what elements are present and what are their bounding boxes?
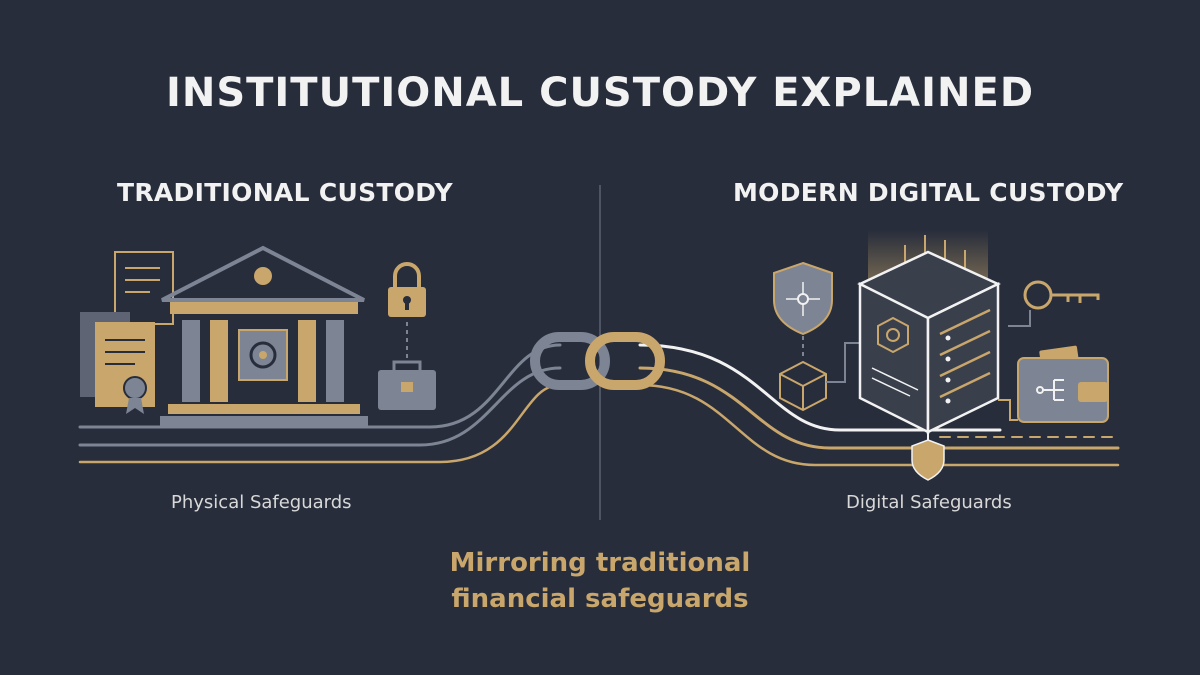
bank-icon — [160, 245, 368, 426]
page-title: INSTITUTIONAL CUSTODY EXPLAINED — [165, 70, 1035, 116]
certificate-icon — [95, 322, 155, 414]
vault-icon — [238, 329, 288, 381]
shield-network-icon — [773, 261, 833, 336]
server-icon — [857, 250, 1001, 435]
shield-icon — [911, 439, 945, 481]
chain-link-icon — [530, 332, 665, 390]
cube-icon — [779, 360, 827, 412]
padlock-icon — [388, 262, 426, 317]
tagline-line-1: Mirroring traditional — [449, 548, 751, 578]
key-icon — [1023, 280, 1100, 310]
wallet-icon — [1017, 345, 1109, 423]
tagline-line-2: financial safeguards — [451, 584, 749, 614]
physical-safeguards-caption: Physical Safeguards — [171, 492, 352, 513]
tagline: Mirroring traditional financial safeguar… — [400, 545, 800, 617]
traditional-heading: TRADITIONAL CUSTODY — [117, 178, 453, 207]
digital-safeguards-caption: Digital Safeguards — [846, 492, 1012, 513]
digital-heading: MODERN DIGITAL CUSTODY — [733, 178, 1124, 207]
briefcase-icon — [378, 360, 436, 410]
